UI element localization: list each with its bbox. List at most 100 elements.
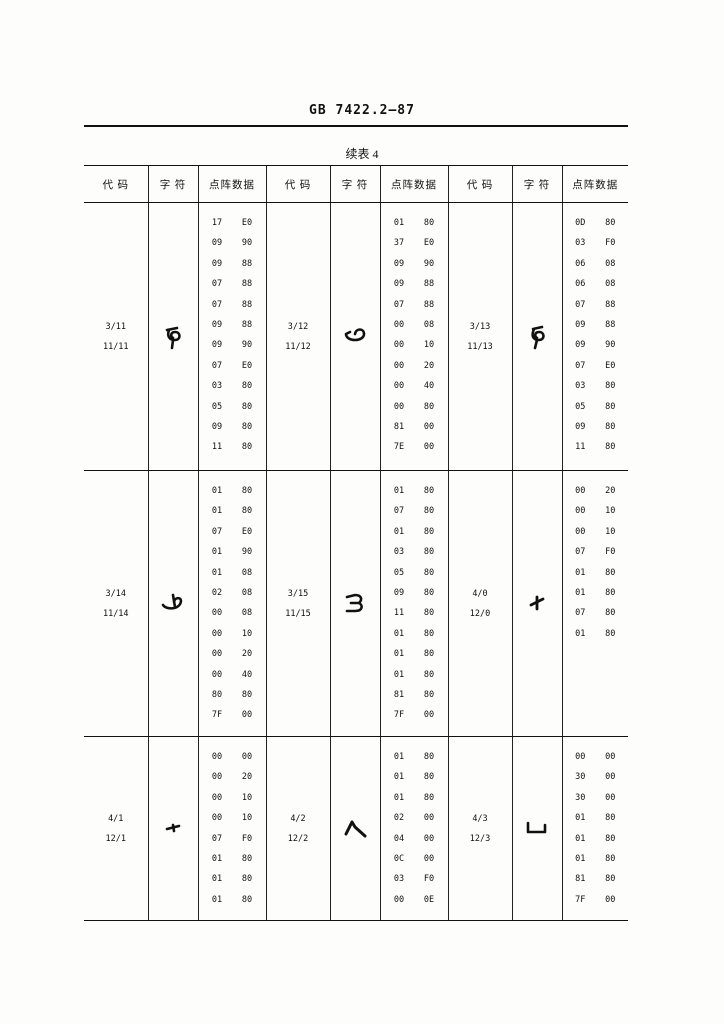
dot-row: 05 80 [563,397,629,417]
dot-row: 00 08 [199,603,266,623]
hex-byte: 00 [393,360,405,371]
dot-row: 03 F0 [381,869,448,889]
hex-byte: 01 [393,792,405,803]
hex-byte: 08 [241,608,253,619]
hex-byte: 80 [423,628,435,639]
mongolian-glyph-3-14-icon [149,591,198,617]
hex-byte: 80 [423,772,435,783]
hex-byte: 09 [211,238,223,249]
code-value: 11/15 [285,608,311,619]
hex-byte: 7F [393,710,405,721]
hex-byte: 0D [575,218,586,228]
character-cell [147,202,198,471]
hex-byte: 00 [423,833,435,844]
character-cell [511,736,562,922]
hex-byte: 00 [575,526,586,537]
hex-byte: 09 [575,340,586,351]
hex-byte: 80 [241,506,253,517]
hex-byte: 80 [241,689,253,700]
hex-byte: 07 [575,547,586,558]
hex-byte: 80 [605,401,616,412]
hex-byte: 10 [241,813,253,824]
hex-byte: 7E [393,442,405,453]
hex-byte: 88 [605,319,616,330]
hex-byte: 11 [393,608,405,619]
hex-byte: 00 [423,853,435,864]
hex-byte: 00 [211,608,223,619]
hex-byte: 08 [423,319,435,330]
hex-byte: 10 [605,526,616,537]
hex-byte: 00 [211,628,223,639]
hex-byte: 07 [393,299,405,310]
hex-byte: 09 [393,279,405,290]
hex-byte: 01 [393,486,405,496]
code-value: 12/3 [469,833,491,844]
hex-byte: F0 [423,874,435,885]
hex-byte: E0 [605,360,616,371]
hex-byte: 03 [393,874,405,885]
hex-byte: 02 [211,587,223,598]
hex-byte: 00 [575,506,586,517]
hex-byte: 01 [393,218,405,228]
hex-byte: 01 [393,649,405,660]
hex-byte: 00 [423,813,435,824]
hex-byte: 88 [605,299,616,310]
hex-byte: 09 [211,340,223,351]
hex-byte: 00 [423,421,435,432]
hex-byte: 09 [393,587,405,598]
hex-byte: 88 [423,279,435,290]
hex-byte: 06 [575,279,586,290]
hex-byte: 08 [241,567,253,578]
hex-byte: 07 [393,506,405,517]
code-value: 4/2 [290,813,306,824]
hex-byte: 00 [211,772,223,783]
hex-byte: 06 [575,258,586,269]
hex-byte: 07 [575,360,586,371]
character-cell [147,736,198,922]
hex-byte: F0 [605,238,616,249]
hex-byte: 80 [241,486,253,496]
hex-byte: 01 [211,506,223,517]
hex-byte: 90 [605,340,616,351]
hex-byte: 30 [575,792,586,803]
hex-byte: 03 [575,238,586,249]
hex-byte: 05 [575,401,586,412]
hex-byte: 00 [241,710,253,721]
hex-byte: E0 [241,360,253,371]
